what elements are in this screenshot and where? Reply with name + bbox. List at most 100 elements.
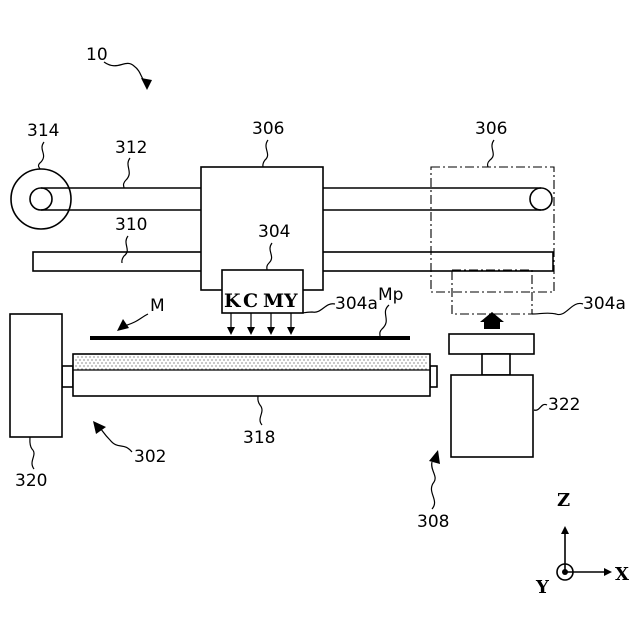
stipple-dot — [171, 365, 172, 366]
stipple-dot — [95, 365, 96, 366]
roller-leader — [258, 396, 262, 425]
ink-M: M — [263, 290, 284, 312]
stipple-dot — [349, 356, 350, 357]
stipple-dot — [409, 362, 410, 363]
stipple-dot — [353, 362, 354, 363]
belt-leader — [124, 158, 131, 188]
stipple-dot — [227, 359, 228, 360]
nozzle-face-moved-leader — [532, 303, 583, 314]
stipple-dot — [305, 362, 306, 363]
stipple-dot — [251, 359, 252, 360]
stipple-dot — [345, 356, 346, 357]
stipple-dot — [313, 356, 314, 357]
stipple-dot — [425, 362, 426, 363]
stipple-dot — [359, 365, 360, 366]
stipple-dot — [223, 365, 224, 366]
stipple-dot — [75, 359, 76, 360]
pulley-leader — [38, 142, 44, 169]
stipple-dot — [87, 365, 88, 366]
stipple-dot — [269, 362, 270, 363]
stipple-dot — [311, 365, 312, 366]
stipple-dot — [407, 365, 408, 366]
stipple-dot — [359, 359, 360, 360]
stipple-dot — [139, 359, 140, 360]
cap-stem — [482, 354, 510, 375]
label-head: 304 — [258, 222, 290, 242]
stipple-dot — [333, 362, 334, 363]
stipple-dot — [371, 359, 372, 360]
stipple-dot — [223, 359, 224, 360]
apparatus-arrow-head — [141, 78, 152, 90]
stipple-dot — [197, 362, 198, 363]
stipple-dot — [423, 359, 424, 360]
stipple-dot — [375, 359, 376, 360]
stipple-dot — [165, 356, 166, 357]
stipple-dot — [317, 356, 318, 357]
stipple-dot — [129, 362, 130, 363]
stipple-dot — [397, 356, 398, 357]
stipple-dot — [237, 362, 238, 363]
stipple-dot — [263, 359, 264, 360]
stipple-dot — [245, 356, 246, 357]
stipple-dot — [299, 359, 300, 360]
stipple-dot — [275, 359, 276, 360]
stipple-dot — [417, 362, 418, 363]
stipple-dot — [235, 359, 236, 360]
stipple-dot — [121, 362, 122, 363]
stipple-dot — [297, 356, 298, 357]
stipple-dot — [277, 356, 278, 357]
pulley-right — [530, 188, 552, 210]
stipple-dot — [241, 362, 242, 363]
stipple-dot — [147, 359, 148, 360]
stipple-dot — [155, 359, 156, 360]
stipple-dot — [273, 362, 274, 363]
stipple-dot — [261, 362, 262, 363]
stipple-dot — [343, 365, 344, 366]
stipple-dot — [377, 356, 378, 357]
stipple-dot — [295, 359, 296, 360]
stipple-dot — [299, 365, 300, 366]
stipple-dot — [111, 365, 112, 366]
stipple-dot — [353, 356, 354, 357]
stipple-dot — [395, 365, 396, 366]
stipple-dot — [205, 362, 206, 363]
stipple-dot — [139, 365, 140, 366]
stipple-dot — [187, 365, 188, 366]
stipple-dot — [403, 359, 404, 360]
axis-label-y: Y — [535, 577, 550, 598]
stipple-dot — [387, 359, 388, 360]
stipple-dot — [157, 362, 158, 363]
motor-leader — [30, 437, 34, 469]
stipple-dot — [399, 359, 400, 360]
stipple-dot — [181, 356, 182, 357]
stipple-dot — [105, 356, 106, 357]
stipple-dot — [81, 356, 82, 357]
stipple-dot — [109, 362, 110, 363]
stipple-dot — [413, 356, 414, 357]
stipple-dot — [75, 365, 76, 366]
stipple-dot — [211, 359, 212, 360]
stipple-dot — [377, 362, 378, 363]
stipple-dot — [263, 365, 264, 366]
stipple-dot — [285, 362, 286, 363]
stipple-dot — [103, 365, 104, 366]
stipple-dot — [183, 359, 184, 360]
stipple-dot — [195, 365, 196, 366]
stipple-dot — [295, 365, 296, 366]
stipple-dot — [247, 359, 248, 360]
stipple-dot — [257, 356, 258, 357]
stipple-dot — [339, 365, 340, 366]
stipple-dot — [325, 356, 326, 357]
stipple-dot — [363, 359, 364, 360]
stipple-dot — [411, 365, 412, 366]
stipple-dot — [105, 362, 106, 363]
stipple-dot — [159, 365, 160, 366]
label-cap-drive: 322 — [548, 395, 580, 415]
stipple-dot — [83, 365, 84, 366]
stipple-dot — [335, 359, 336, 360]
stipple-dot — [85, 362, 86, 363]
stipple-dot — [391, 365, 392, 366]
label-carriage: 306 — [252, 119, 284, 139]
stipple-dot — [133, 362, 134, 363]
stipple-dot — [391, 359, 392, 360]
